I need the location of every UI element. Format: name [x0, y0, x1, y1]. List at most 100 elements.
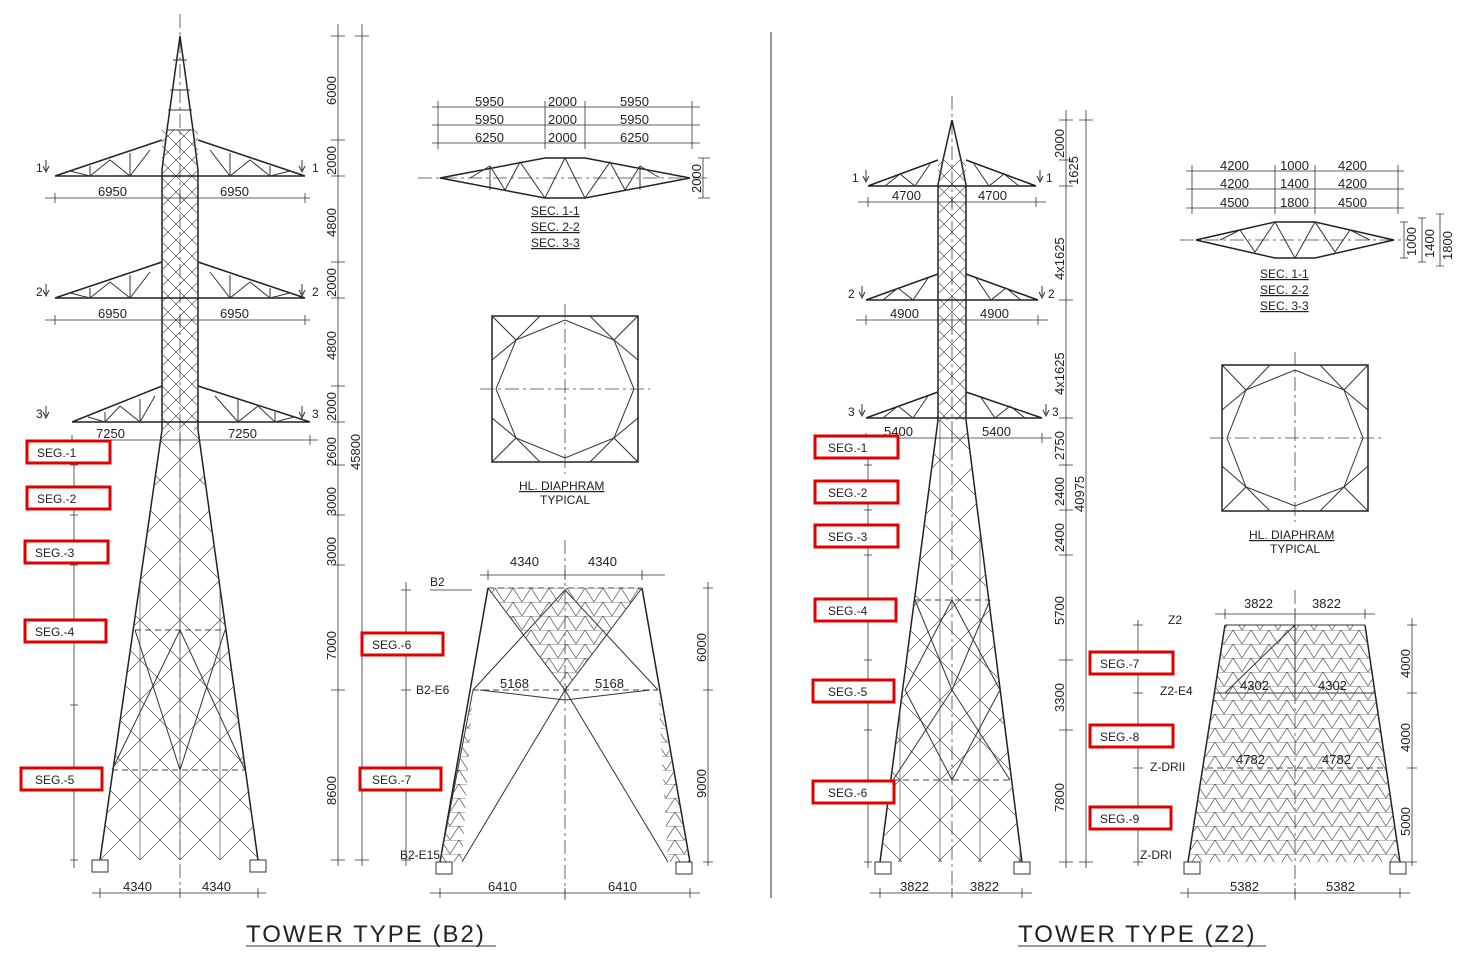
z2-seg-3: SEG.-3: [828, 530, 868, 544]
z2-ext-height-1: 4000: [1398, 649, 1413, 678]
b2-ext-top-r: 4340: [588, 554, 617, 569]
z2-ext-top-l: 3822: [1244, 596, 1273, 611]
b2-vdim-9: 3000: [324, 537, 339, 566]
z2-sec-label-2: SEC. 2-2: [1260, 283, 1309, 297]
z2-seg-4-box: [813, 597, 898, 623]
b2-vdim-5: 4800: [324, 331, 339, 360]
z2-ext-top-r: 3822: [1312, 596, 1341, 611]
z2-ext-bot-l: 5382: [1230, 879, 1259, 894]
z2-seg-1-box: [813, 434, 900, 460]
b2-segment-labels: SEG.-1 SEG.-2 SEG.-3 SEG.-4 SEG.-5: [19, 439, 112, 792]
z2-crossarm-3: [865, 391, 1043, 419]
z2-vdim-9: 3300: [1052, 683, 1067, 712]
b2-extension: 4340 4340 5168 5168 6410 6410 B2 B2-E6 B…: [358, 540, 713, 900]
z2-diaphragm-subtitle: TYPICAL: [1270, 542, 1320, 556]
b2-diaphragm: HL. DIAPHRAM TYPICAL: [480, 304, 650, 507]
z2-ext-mid2-l: 4782: [1236, 752, 1265, 767]
b2-seg-6: SEG.-6: [372, 638, 412, 652]
z2-arm-label-3r: 3: [1052, 405, 1059, 419]
b2-sec-r1-r: 5950: [620, 94, 649, 109]
z2-sec-depth-2: 1400: [1422, 229, 1437, 258]
b2-seg-3-box: [23, 539, 110, 565]
z2-sec-label-3: SEC. 3-3: [1260, 299, 1309, 313]
z2-arm-dim-3r: 5400: [982, 424, 1011, 439]
z2-sec-r3-l: 4500: [1220, 195, 1249, 210]
b2-vdim-1: 6000: [324, 76, 339, 105]
b2-sec-r2-l: 5950: [475, 112, 504, 127]
b2-seg-2-box: [25, 485, 112, 511]
b2-vdim-2: 2000: [324, 146, 339, 175]
z2-ext-mid1-r: 4302: [1318, 678, 1347, 693]
z2-seg-9: SEG.-9: [1100, 812, 1140, 826]
b2-ext-level-1: B2: [430, 575, 445, 589]
b2-seg-6-box: [360, 631, 445, 657]
b2-arm-label-3r: 3: [312, 407, 319, 421]
z2-sec-depth-1: 1000: [1404, 227, 1419, 256]
b2-seg-7-box: [358, 766, 443, 792]
z2-sec-r2-m: 1400: [1280, 176, 1309, 191]
z2-diaphragm: HL. DIAPHRAM TYPICAL: [1210, 352, 1382, 556]
b2-total-height: 45800: [348, 434, 363, 470]
b2-seg-4: SEG.-4: [35, 625, 75, 639]
z2-vdim-1: 2000: [1052, 129, 1067, 158]
z2-seg-8-box: [1088, 723, 1175, 749]
b2-arm-label-3l: 3: [36, 407, 43, 421]
b2-arm-label-2l: 2: [36, 285, 43, 299]
z2-tower: 1 1 2 2 3 3 4700 4700 4900 4900 5400 540…: [848, 96, 1093, 898]
z2-seg-7: SEG.-7: [1100, 657, 1140, 671]
b2-ext-bot-r: 6410: [608, 879, 637, 894]
z2-section-detail: 4200 1000 4200 4200 1400 4200 4500 1800 …: [1180, 158, 1455, 313]
b2-title: TOWER TYPE (B2): [246, 921, 486, 948]
z2-ext-mid1-l: 4302: [1240, 678, 1269, 693]
z2-seg-9-box: [1088, 805, 1173, 831]
z2-ext-mid2-r: 4782: [1322, 752, 1351, 767]
b2-vdim-8: 3000: [324, 487, 339, 516]
z2-base-dim-l: 3822: [900, 879, 929, 894]
b2-arm-dim-3r: 7250: [228, 426, 257, 441]
b2-seg-5: SEG.-5: [35, 773, 75, 787]
b2-crossarm-1: [54, 139, 306, 177]
z2-seg-6: SEG.-6: [828, 786, 868, 800]
b2-ext-level-2: B2-E6: [416, 683, 450, 697]
z2-sec-label-1: SEC. 1-1: [1260, 267, 1309, 281]
z2-ext-bot-r: 5382: [1326, 879, 1355, 894]
z2-diaphragm-title: HL. DIAPHRAM: [1249, 528, 1334, 542]
z2-title: TOWER TYPE (Z2): [1018, 921, 1256, 948]
z2-sec-r2-r: 4200: [1338, 176, 1367, 191]
b2-arm-dim-2r: 6950: [220, 306, 249, 321]
b2-seg-4-box: [23, 618, 108, 644]
b2-sec-r3-m: 2000: [548, 130, 577, 145]
b2-sec-label-1: SEC. 1-1: [531, 204, 580, 218]
b2-sec-r1-l: 5950: [475, 94, 504, 109]
b2-sec-r3-r: 6250: [620, 130, 649, 145]
b2-sec-depth: 2000: [689, 164, 704, 193]
b2-seg-7: SEG.-7: [372, 773, 412, 787]
b2-seg-1-box: [25, 439, 112, 465]
z2-seg-4: SEG.-4: [828, 604, 868, 618]
b2-sec-label-2: SEC. 2-2: [531, 220, 580, 234]
b2-arm-label-2r: 2: [312, 285, 319, 299]
z2-arm-label-1r: 1: [1046, 171, 1053, 185]
z2-seg-2: SEG.-2: [828, 486, 868, 500]
b2-section-detail: 5950 2000 5950 5950 2000 5950 6250 2000 …: [418, 94, 710, 250]
z2-sec-r1-l: 4200: [1220, 158, 1249, 173]
z2-vdim-5: 2750: [1052, 431, 1067, 460]
b2-ext-bot-l: 6410: [488, 879, 517, 894]
z2-sec-r2-l: 4200: [1220, 176, 1249, 191]
b2-vdim-7: 2600: [324, 437, 339, 466]
b2-tower: 1 1 2 2 3 3 6950 6950 6950 6950 7250 725…: [36, 14, 369, 898]
z2-sec-r3-m: 1800: [1280, 195, 1309, 210]
b2-sec-r3-l: 6250: [475, 130, 504, 145]
z2-extension: 3822 3822 4302 4302 4782 4782 5382 5382 …: [1088, 590, 1417, 900]
z2-vdim-10: 7800: [1052, 783, 1067, 812]
z2-ext-height-2: 4000: [1398, 723, 1413, 752]
b2-ext-mid-r: 5168: [595, 676, 624, 691]
z2-ext-level-2: Z2-E4: [1160, 684, 1193, 698]
b2-arm-label-1r: 1: [312, 161, 319, 175]
b2-ext-top-l: 4340: [510, 554, 539, 569]
z2-seg-6-box: [811, 779, 896, 805]
b2-seg-1: SEG.-1: [37, 446, 77, 460]
z2-seg-2-box: [813, 479, 900, 505]
z2-seg-7-box: [1088, 650, 1175, 676]
b2-arm-dim-3l: 7250: [96, 426, 125, 441]
